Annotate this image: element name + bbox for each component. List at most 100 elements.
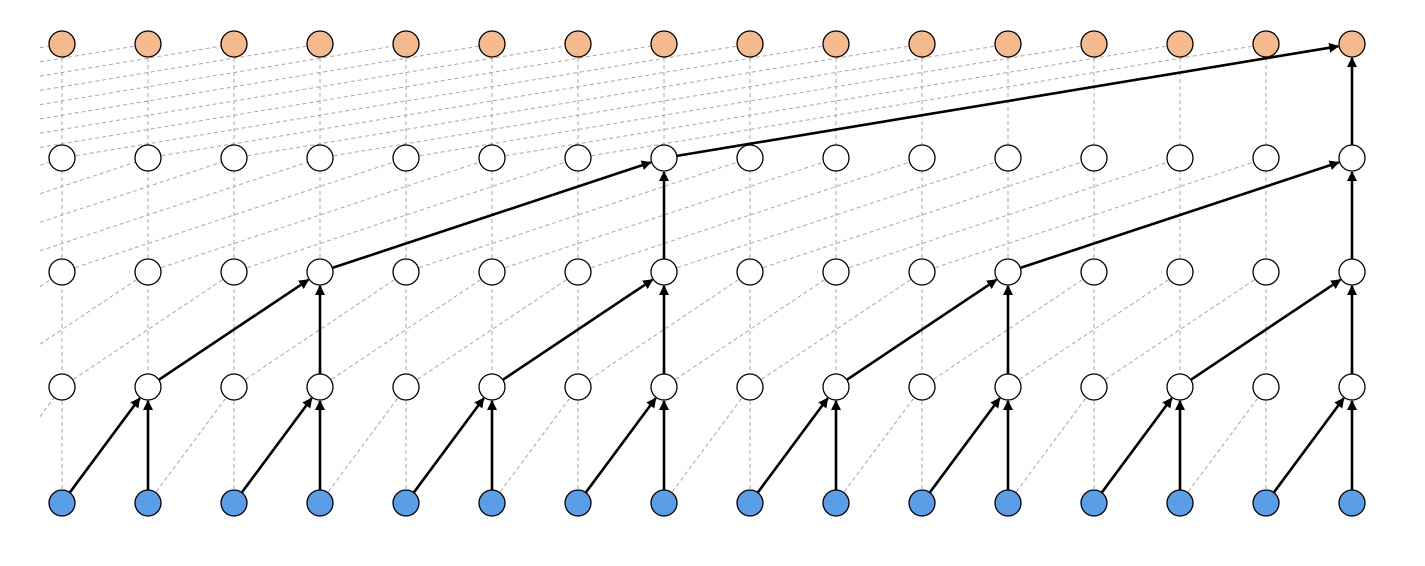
hidden-node (220, 144, 248, 172)
hidden-node (564, 373, 592, 401)
edge-arrow (68, 397, 141, 494)
hidden-node (564, 144, 592, 172)
hidden-node (220, 258, 248, 286)
edge-arrow (412, 397, 485, 494)
output-node (1080, 30, 1108, 58)
grid-diagonal-line (39, 43, 149, 63)
hidden-node (1252, 373, 1280, 401)
grid-diagonal-line (39, 157, 63, 166)
output-node (908, 30, 936, 58)
hidden-node (220, 373, 248, 401)
output-node (564, 30, 592, 58)
grid-diagonal-line (147, 386, 235, 504)
hidden-node (48, 144, 76, 172)
grid-diagonal-line (39, 157, 321, 252)
input-node (1338, 489, 1366, 517)
hidden-node (1166, 144, 1194, 172)
grid-diagonal-line (405, 157, 751, 273)
edge-arrow (158, 278, 310, 381)
grid-diagonal-line (39, 43, 321, 91)
hidden-node (822, 373, 850, 401)
grid-diagonal-line (61, 157, 407, 273)
hidden-node (478, 373, 506, 401)
hidden-node (1080, 258, 1108, 286)
input-node (908, 489, 936, 517)
output-node (1166, 30, 1194, 58)
grid-diagonal-line (405, 43, 1095, 159)
output-node (220, 30, 248, 58)
input-node (564, 489, 592, 517)
hidden-node (650, 373, 678, 401)
output-node (478, 30, 506, 58)
hidden-node (478, 258, 506, 286)
grid-diagonal-line (577, 43, 1267, 159)
grid-diagonal-line (835, 157, 1181, 273)
hidden-node (650, 258, 678, 286)
hidden-node (994, 373, 1022, 401)
input-node (220, 489, 248, 517)
grid-diagonal-line (39, 271, 149, 345)
hidden-node (48, 373, 76, 401)
grid-diagonal-line (835, 386, 923, 504)
grid-diagonal-line (663, 386, 751, 504)
node-grid (48, 30, 1366, 517)
hidden-node (994, 144, 1022, 172)
hidden-node (306, 144, 334, 172)
grid-diagonal-line (39, 43, 579, 134)
hidden-node (134, 258, 162, 286)
grid-diagonal-line (319, 386, 407, 504)
output-node (306, 30, 334, 58)
input-node (650, 489, 678, 517)
edge-arrow (676, 42, 1340, 158)
input-node (1166, 489, 1194, 517)
hidden-node (1252, 144, 1280, 172)
output-node (134, 30, 162, 58)
grid-diagonal-line (39, 43, 235, 77)
input-node (994, 489, 1022, 517)
input-node (1080, 489, 1108, 517)
grid-diagonal-line (39, 43, 665, 148)
highlighted-edges (68, 42, 1357, 494)
hidden-node (908, 144, 936, 172)
edge-arrow (240, 397, 313, 494)
grid-diagonal-line (577, 157, 923, 273)
input-node (134, 489, 162, 517)
grid-diagonal-line (749, 157, 1095, 273)
hidden-node (736, 373, 764, 401)
edge-arrow (584, 397, 657, 494)
hidden-node (1166, 258, 1194, 286)
output-node (1252, 30, 1280, 58)
hidden-node (994, 258, 1022, 286)
hidden-node (1080, 373, 1108, 401)
hidden-node (306, 258, 334, 286)
hidden-node (736, 258, 764, 286)
hidden-node (478, 144, 506, 172)
grid-diagonal-line (491, 157, 837, 273)
grid-diagonal-line (61, 43, 751, 159)
hidden-node (822, 258, 850, 286)
hidden-node (392, 373, 420, 401)
hidden-node (134, 373, 162, 401)
hidden-node (1338, 144, 1366, 172)
edge-arrow (928, 397, 1001, 494)
hidden-node (48, 258, 76, 286)
edge-arrow (846, 278, 998, 381)
hidden-node (1166, 373, 1194, 401)
grid-diagonal-line (663, 157, 1009, 273)
input-node (306, 489, 334, 517)
hidden-node (736, 144, 764, 172)
hidden-node (306, 373, 334, 401)
grid-diagonal-line (233, 157, 579, 273)
grid-diagonal-line (39, 157, 149, 195)
edge-arrow (1100, 397, 1173, 494)
hidden-node (1338, 258, 1366, 286)
input-node (822, 489, 850, 517)
grid-diagonal-line (39, 157, 235, 223)
grid-diagonal-line (491, 386, 579, 504)
hidden-node (1338, 373, 1366, 401)
grid-diagonal-line (319, 43, 1009, 159)
output-node (650, 30, 678, 58)
hidden-node (564, 258, 592, 286)
grid-diagonal-line (233, 43, 923, 159)
